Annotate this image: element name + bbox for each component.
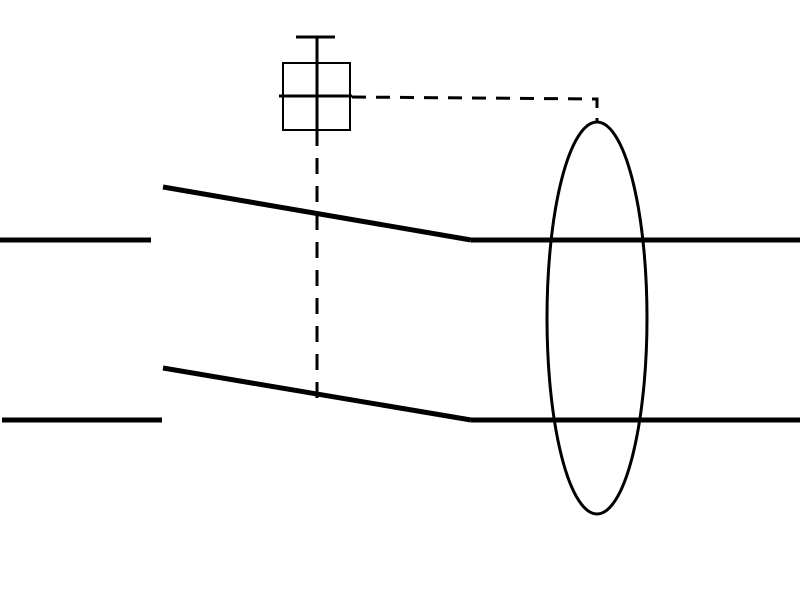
upper-switch-blade bbox=[162, 184, 472, 243]
sensor-link-dashed bbox=[351, 95, 599, 122]
current-transformer-ellipse bbox=[545, 120, 649, 516]
